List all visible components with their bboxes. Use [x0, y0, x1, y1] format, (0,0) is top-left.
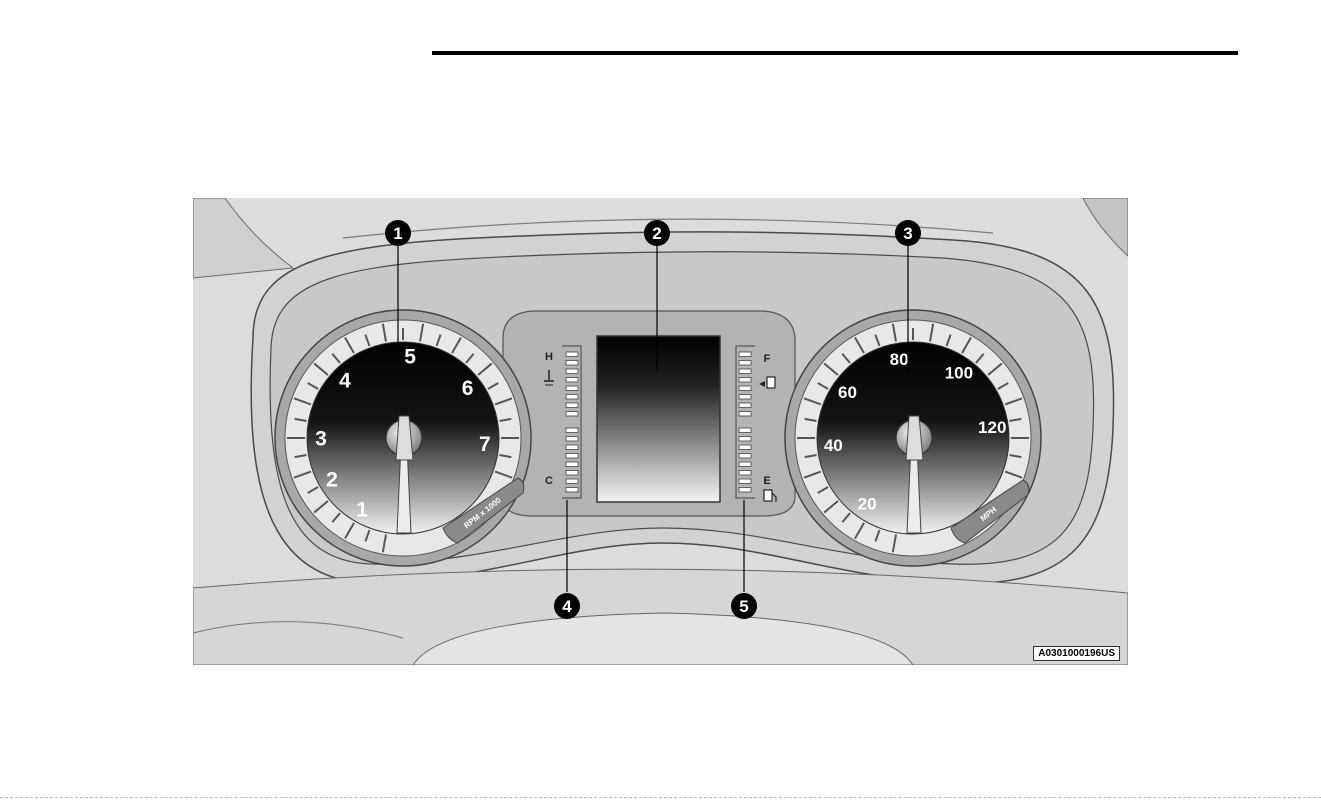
tach-scale-label: 6 — [462, 377, 474, 400]
temperature-segment — [566, 369, 578, 374]
fuel-segment — [739, 386, 751, 391]
temperature-segment — [566, 445, 578, 450]
callout-2-marker: 2 — [644, 220, 670, 246]
tach-scale-label: 4 — [339, 369, 351, 392]
fuel-segment — [739, 378, 751, 383]
callout-5-number: 5 — [739, 597, 748, 616]
figure-code: A0301000196US — [1033, 646, 1120, 661]
temperature-segment — [566, 361, 578, 366]
speed-scale-label: 20 — [858, 494, 877, 513]
speed-scale-label: 60 — [838, 383, 857, 402]
temperature-segment — [566, 462, 578, 467]
fuel-empty-label: E — [763, 475, 770, 487]
temperature-segment — [566, 403, 578, 408]
temperature-segment — [566, 488, 578, 493]
temperature-low-label: C — [545, 475, 553, 487]
fuel-segment — [739, 428, 751, 433]
callout-4-marker: 4 — [554, 593, 580, 619]
fuel-segment — [739, 471, 751, 476]
fuel-segment — [739, 437, 751, 442]
temperature-segment — [566, 412, 578, 417]
callout-1-marker: 1 — [385, 220, 411, 246]
temperature-segment — [566, 386, 578, 391]
fuel-full-label: F — [764, 353, 771, 365]
temperature-segment — [566, 352, 578, 357]
fuel-segment — [739, 462, 751, 467]
temperature-segment — [566, 471, 578, 476]
fuel-segment — [739, 488, 751, 493]
speed-scale-label: 80 — [890, 350, 909, 369]
fuel-segment — [739, 454, 751, 459]
fuel-segment — [739, 369, 751, 374]
temperature-segment — [566, 454, 578, 459]
speed-scale-label: 120 — [978, 418, 1006, 437]
tach-scale-label: 5 — [404, 346, 416, 369]
fuel-segment — [739, 361, 751, 366]
callout-2-number: 2 — [652, 224, 661, 243]
temperature-segment — [566, 378, 578, 383]
speed-scale-label: 40 — [824, 436, 843, 455]
fuel-segment — [739, 479, 751, 484]
temperature-segment — [566, 428, 578, 433]
temperature-high-label: H — [545, 351, 553, 363]
temperature-segment — [566, 479, 578, 484]
fuel-segment — [739, 412, 751, 417]
speed-scale-label: 100 — [945, 363, 973, 382]
temperature-segment — [566, 437, 578, 442]
tach-scale-label: 2 — [326, 468, 338, 491]
instrument-cluster-figure: H C F E — [193, 198, 1128, 665]
callout-1-number: 1 — [393, 224, 402, 243]
tach-scale-label: 3 — [315, 427, 327, 450]
fuel-segment — [739, 395, 751, 400]
center-display-screen — [597, 336, 720, 502]
fuel-segment — [739, 352, 751, 357]
tach-scale-label: 7 — [479, 433, 491, 456]
header-rule — [432, 51, 1238, 55]
tach-scale-label: 1 — [356, 498, 368, 521]
footer-rule — [0, 797, 1321, 798]
fuel-segment — [739, 403, 751, 408]
callout-3-number: 3 — [903, 224, 912, 243]
temperature-segment — [566, 395, 578, 400]
callout-5-marker: 5 — [731, 593, 757, 619]
callout-3-marker: 3 — [895, 220, 921, 246]
callout-4-number: 4 — [562, 597, 572, 616]
fuel-segment — [739, 445, 751, 450]
